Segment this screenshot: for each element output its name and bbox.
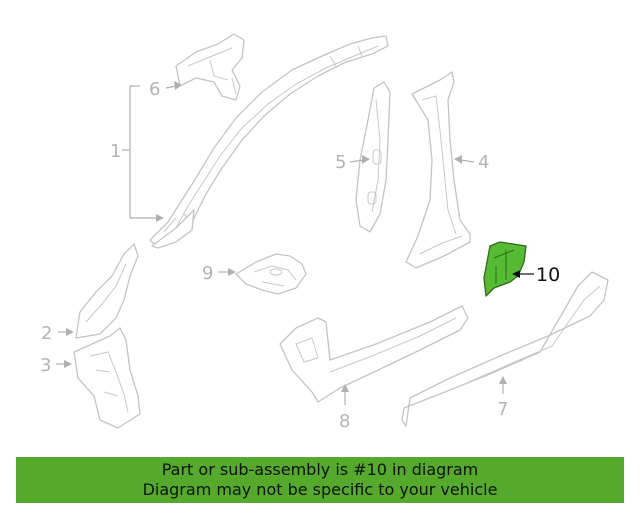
part-4-b-pillar-outer[interactable] (405, 71, 471, 269)
leader-9 (218, 268, 236, 276)
leader-4 (454, 155, 475, 164)
part-6-bracket[interactable] (175, 33, 245, 101)
callout-8: 8 (339, 411, 350, 432)
leader-2 (58, 328, 74, 336)
part-2-pillar-lower[interactable] (75, 243, 139, 339)
callout-7: 7 (497, 399, 508, 420)
callout-3: 3 (40, 355, 51, 376)
callout-4: 4 (478, 152, 489, 173)
part-1-roof-rail[interactable] (149, 35, 389, 249)
callout-10: 10 (536, 264, 560, 286)
callout-1: 1 (110, 141, 121, 162)
parts-diagram: 1 6 5 4 9 2 3 8 7 10 (40, 33, 609, 432)
part-10-highlighted[interactable] (483, 241, 527, 297)
leader-5 (349, 155, 370, 164)
leader-10 (512, 270, 534, 278)
part-9-bracket[interactable] (235, 253, 307, 295)
leader-6 (165, 81, 182, 90)
callout-1-bracket (122, 85, 164, 222)
part-3-hinge-pillar[interactable] (73, 327, 141, 429)
callout-2: 2 (41, 323, 52, 344)
leader-3 (56, 360, 72, 368)
part-5-pillar-reinforcement[interactable] (355, 81, 391, 233)
callout-6: 6 (149, 79, 160, 100)
leader-8 (341, 384, 349, 405)
part-8-sill-inner[interactable] (279, 305, 469, 403)
part-7-rocker-outer[interactable] (401, 271, 609, 427)
callout-5: 5 (335, 152, 346, 173)
banner-line-2: Diagram may not be specific to your vehi… (142, 480, 498, 499)
info-banner: Part or sub-assembly is #10 in diagram D… (16, 457, 624, 503)
banner-line-1: Part or sub-assembly is #10 in diagram (161, 460, 479, 479)
callout-9: 9 (202, 263, 213, 284)
leader-7 (499, 376, 507, 394)
